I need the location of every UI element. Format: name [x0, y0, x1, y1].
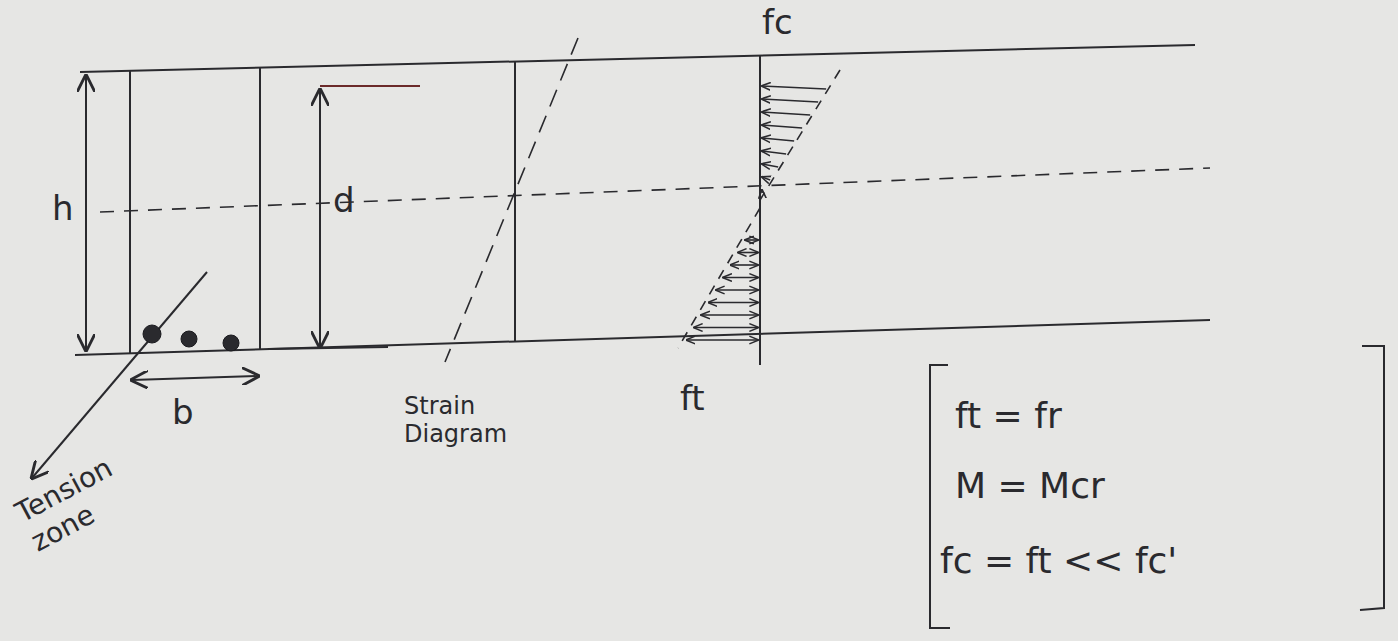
rebar	[143, 325, 161, 343]
label-text: h	[52, 188, 74, 228]
tension-stress-arrow	[701, 314, 758, 316]
b-dimension	[132, 376, 258, 380]
left-bracket	[930, 365, 950, 628]
strain-line	[445, 38, 578, 362]
d-bottom-tick	[268, 347, 388, 349]
stress-label: fc	[762, 2, 793, 42]
compression-stress-arrow	[762, 138, 794, 141]
label-text: Strain Diagram	[404, 392, 554, 448]
section-left	[129, 71, 131, 354]
beam-top-edge	[80, 45, 1195, 72]
tension-stress-arrow	[709, 302, 758, 304]
stress-label: ft	[680, 378, 705, 418]
compression-stress-arrow	[762, 112, 810, 115]
d-dimension	[319, 90, 321, 347]
label-text: fc	[762, 2, 793, 42]
tension-stress-arrow	[694, 327, 758, 329]
label-text: ft	[680, 378, 705, 418]
condition-note: fc = ft << fc'	[940, 540, 1177, 581]
callout-label: Tension zone	[10, 430, 173, 559]
dimension-label: d	[333, 180, 355, 220]
right-bracket	[1360, 346, 1384, 610]
label-text: fc = ft << fc'	[940, 540, 1177, 581]
h-dimension	[85, 76, 87, 350]
compression-stress-arrow	[762, 164, 778, 167]
dimension-label: b	[172, 392, 194, 432]
compression-stress-arrow	[762, 125, 802, 128]
section-right	[259, 68, 261, 350]
rebar	[181, 331, 197, 347]
strain-axis	[514, 62, 516, 342]
tension-stress-arrow	[716, 289, 758, 291]
tension-edge	[678, 208, 760, 348]
label-text: b	[172, 392, 194, 432]
beam-bottom-edge	[75, 320, 1210, 355]
compression-stress-arrow	[762, 86, 826, 89]
tension-stress-arrow	[723, 277, 758, 279]
tension-stress-arrow	[687, 339, 758, 341]
condition-note: M = Mcr	[955, 465, 1105, 506]
tension-stress-arrow	[745, 239, 758, 241]
label-text: d	[333, 180, 355, 220]
diagram-label: Strain Diagram	[404, 392, 554, 448]
compression-edge	[760, 70, 840, 200]
tension-leader	[32, 272, 207, 478]
label-text: Tension zone	[10, 430, 173, 559]
neutral-axis	[100, 168, 1210, 212]
compression-stress-arrow	[761, 190, 763, 193]
rebar	[223, 335, 239, 351]
condition-note: ft = fr	[955, 395, 1062, 436]
compression-stress-arrow	[762, 151, 786, 154]
tension-stress-arrow	[731, 264, 758, 266]
d-top-tick	[320, 85, 420, 87]
label-text: ft = fr	[955, 395, 1062, 436]
compression-stress-arrow	[762, 99, 818, 102]
tension-stress-arrow	[738, 252, 758, 254]
dimension-label: h	[52, 188, 74, 228]
label-text: M = Mcr	[955, 465, 1105, 506]
compression-stress-arrow	[762, 177, 770, 180]
